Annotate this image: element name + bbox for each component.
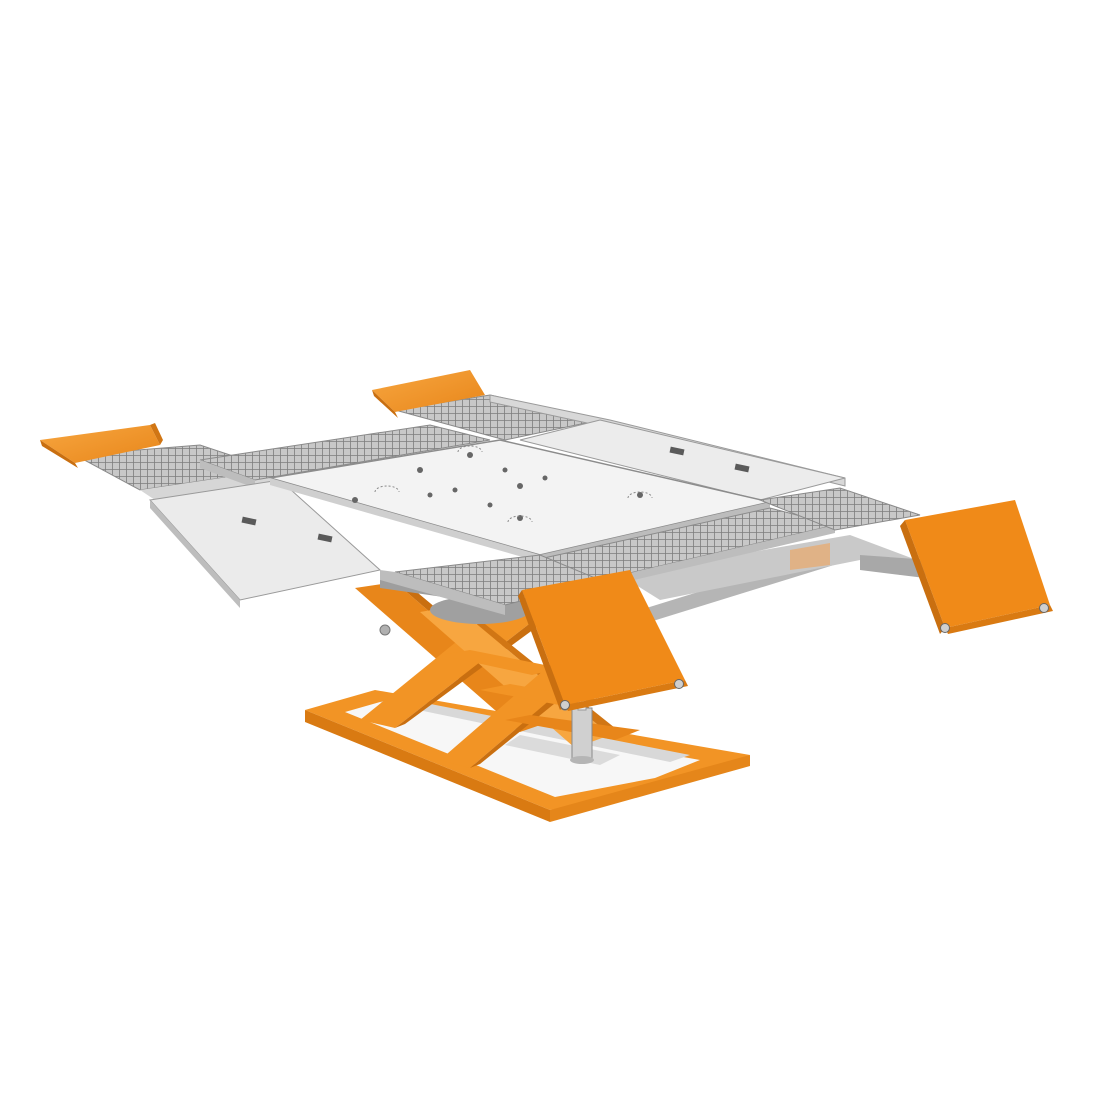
ramp-right-rear	[372, 370, 485, 418]
ramp-left-front	[518, 570, 688, 711]
cross-beam-back	[199, 424, 491, 488]
cross-beam-front	[533, 487, 921, 588]
ramp-left-rear	[40, 423, 163, 468]
runway-right-rear	[394, 394, 846, 501]
scissor-base-frame	[305, 690, 750, 822]
ramp-right-front	[900, 500, 1053, 634]
